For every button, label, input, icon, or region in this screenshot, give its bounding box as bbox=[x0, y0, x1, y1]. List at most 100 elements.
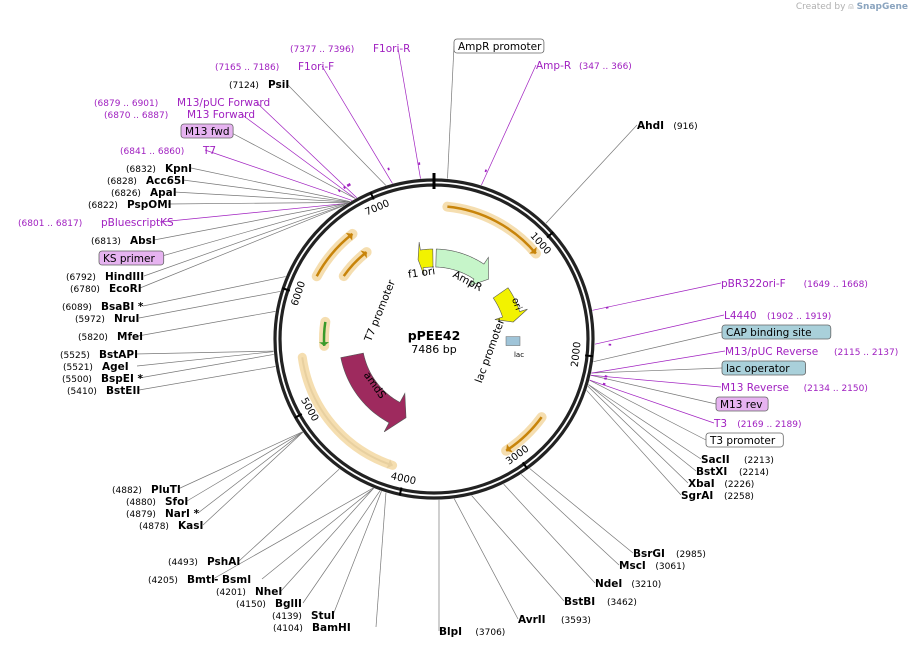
site-label-stui[interactable]: (4139)StuI bbox=[272, 610, 335, 622]
label-coords: (5500) bbox=[62, 375, 92, 385]
site-label-f1ori-r[interactable]: (7377 .. 7396)F1ori-R bbox=[290, 43, 410, 55]
leader-line bbox=[177, 431, 303, 490]
site-label-bstapi[interactable]: (5525)BstAPI bbox=[60, 349, 138, 361]
site-label-bspei[interactable]: (5500) BspEI * bbox=[62, 373, 144, 385]
label-coords: (2214) bbox=[739, 468, 769, 478]
leader-line bbox=[592, 282, 722, 311]
site-label-absi[interactable]: (6813)AbsI bbox=[91, 235, 156, 247]
site-label-nari[interactable]: (4879)NarI * bbox=[126, 508, 200, 520]
site-label-ks-primer[interactable]: KS primer bbox=[98, 250, 165, 266]
site-label-ecori[interactable]: (6780)EcoRI bbox=[70, 283, 142, 295]
label-coords: (3462) bbox=[607, 598, 637, 608]
leader-line bbox=[481, 64, 537, 186]
label-name: T3 promoter bbox=[709, 435, 776, 447]
site-label-pspomi[interactable]: (6822)PspOMI bbox=[88, 199, 172, 211]
label-box bbox=[721, 324, 832, 340]
site-label-m13-puc-reverse[interactable]: M13/pUC Reverse(2115 .. 2137) bbox=[725, 346, 898, 358]
site-label-cap-binding-site[interactable]: CAP binding site bbox=[721, 324, 832, 340]
site-label-bstbi[interactable]: BstBI(3462) bbox=[564, 596, 637, 608]
site-label-sacii[interactable]: SacII(2213) bbox=[701, 454, 774, 466]
primer-mark bbox=[343, 185, 346, 190]
site-label-avrii[interactable]: AvrII(3593) bbox=[518, 614, 591, 626]
site-label-m13-reverse[interactable]: M13 Reverse(2134 .. 2150) bbox=[721, 382, 868, 394]
site-label-pshai[interactable]: (4493)PshAI bbox=[168, 556, 240, 568]
label-coords: (3593) bbox=[561, 616, 591, 626]
site-label-hindiii[interactable]: (6792)HindIII bbox=[66, 271, 144, 283]
site-label-t3-promoter[interactable]: T3 promoter bbox=[705, 432, 784, 448]
label-name: BsaBI * bbox=[101, 301, 144, 313]
site-label-blpi[interactable]: BlpI(3706) bbox=[439, 626, 505, 638]
primer-mark bbox=[337, 189, 341, 193]
site-label-nrui[interactable]: (5972)NruI bbox=[75, 313, 139, 325]
site-label-m13-rev[interactable]: M13 rev bbox=[715, 396, 769, 412]
site-label-bsteii[interactable]: (5410)BstEII bbox=[67, 385, 140, 397]
site-label-pluti[interactable]: (4882)PluTI bbox=[112, 484, 181, 496]
label-coords: (4205) bbox=[148, 576, 178, 586]
site-label-m13-fwd[interactable]: M13 fwd bbox=[180, 123, 234, 139]
site-label-amp-r[interactable]: Amp-R(347 .. 366) bbox=[536, 60, 632, 72]
leader-line bbox=[280, 488, 374, 592]
label-name: M13 Forward bbox=[187, 109, 255, 121]
plasmid-size: 7486 bp bbox=[411, 343, 456, 356]
label-name: MscI bbox=[619, 560, 646, 572]
site-label-pbluescriptks[interactable]: (6801 .. 6817)pBluescriptKS bbox=[18, 217, 174, 229]
site-label-ndei[interactable]: NdeI(3210) bbox=[595, 578, 661, 590]
primer-mark bbox=[484, 169, 488, 173]
site-label-agei[interactable]: (5521)AgeI bbox=[63, 361, 129, 373]
site-label-lac-operator[interactable]: lac operator bbox=[721, 360, 806, 376]
site-label-ahdi[interactable]: AhdI(916) bbox=[637, 120, 698, 132]
label-name: NruI bbox=[114, 313, 139, 325]
site-label-mfei[interactable]: (5820)MfeI bbox=[78, 331, 143, 343]
site-label-kasi[interactable]: (4878)KasI bbox=[139, 520, 203, 532]
site-label-msci[interactable]: MscI (3061) bbox=[619, 560, 685, 572]
site-label-bglii[interactable]: (4150)BglII bbox=[236, 598, 302, 610]
site-label-bsabi[interactable]: (6089)BsaBI * bbox=[62, 301, 144, 313]
leader-line bbox=[159, 202, 348, 223]
leader-line bbox=[375, 492, 387, 628]
label-coords: (3061) bbox=[655, 562, 685, 572]
tick-mark bbox=[294, 413, 303, 419]
site-label-pbr322ori-f[interactable]: pBR322ori-F(1649 .. 1668) bbox=[721, 278, 868, 290]
site-label-f1ori-f[interactable]: (7165 .. 7186)F1ori-F bbox=[215, 61, 334, 73]
label-coords: (1649 .. 1668) bbox=[804, 280, 868, 290]
site-label-apai[interactable]: (6826)ApaI bbox=[111, 187, 177, 199]
site-label-bamhi[interactable]: (4104)BamHI bbox=[273, 622, 351, 634]
site-label-ampr-promoter[interactable]: AmpR promoter bbox=[453, 38, 545, 54]
site-label-l4440[interactable]: L4440(1902 .. 1919) bbox=[724, 310, 831, 322]
label-name: M13/pUC Forward bbox=[177, 97, 270, 109]
leader-line bbox=[586, 390, 682, 496]
site-label-bsmi[interactable]: - BsmI bbox=[214, 574, 251, 586]
label-box bbox=[180, 123, 234, 139]
site-label-m13-forward[interactable]: (6870 .. 6887) M13 Forward bbox=[104, 109, 255, 121]
label-name: BspEI * bbox=[101, 373, 144, 385]
site-label-bsrgi[interactable]: BsrGI(2985) bbox=[633, 548, 706, 560]
site-label-psii[interactable]: (7124)PsiI bbox=[229, 79, 289, 91]
leader-line bbox=[142, 276, 286, 307]
label-coords: (6870 .. 6887) bbox=[104, 111, 168, 121]
site-label-xbai[interactable]: XbaI(2226) bbox=[688, 478, 754, 490]
label-name: M13/pUC Reverse bbox=[725, 346, 818, 358]
site-label-sgrai[interactable]: SgrAI(2258) bbox=[681, 490, 754, 502]
label-coords: (4201) bbox=[216, 588, 246, 598]
label-name: - BsmI bbox=[214, 574, 251, 586]
label-t7-promoter: T7 promoter bbox=[362, 278, 398, 344]
label-name: PspOMI bbox=[127, 199, 172, 211]
label-box bbox=[715, 396, 769, 412]
label-coords: (4104) bbox=[273, 624, 303, 634]
site-label-sfoi[interactable]: (4880)SfoI bbox=[126, 496, 188, 508]
site-label-kpni[interactable]: (6832)KpnI bbox=[126, 163, 192, 175]
label-coords: (4880) bbox=[126, 498, 156, 508]
tick-mark bbox=[281, 287, 291, 292]
site-label-acc65i[interactable]: (6828)Acc65I bbox=[107, 175, 185, 187]
label-name: ApaI bbox=[150, 187, 177, 199]
label-coords: (2258) bbox=[724, 492, 754, 502]
site-label-bmti[interactable]: (4205)BmtI bbox=[148, 574, 215, 586]
site-label-nhei[interactable]: (4201)NheI bbox=[216, 586, 282, 598]
primer-mark bbox=[346, 183, 350, 187]
site-label-bstxi[interactable]: BstXI(2214) bbox=[696, 466, 769, 478]
site-label-m13-puc-forward[interactable]: (6879 .. 6901)M13/pUC Forward bbox=[94, 97, 270, 109]
site-label-t3[interactable]: T3(2169 .. 2189) bbox=[713, 418, 801, 430]
leader-line bbox=[137, 311, 276, 337]
site-label-t7[interactable]: (6841 .. 6860)T7 bbox=[120, 145, 216, 157]
